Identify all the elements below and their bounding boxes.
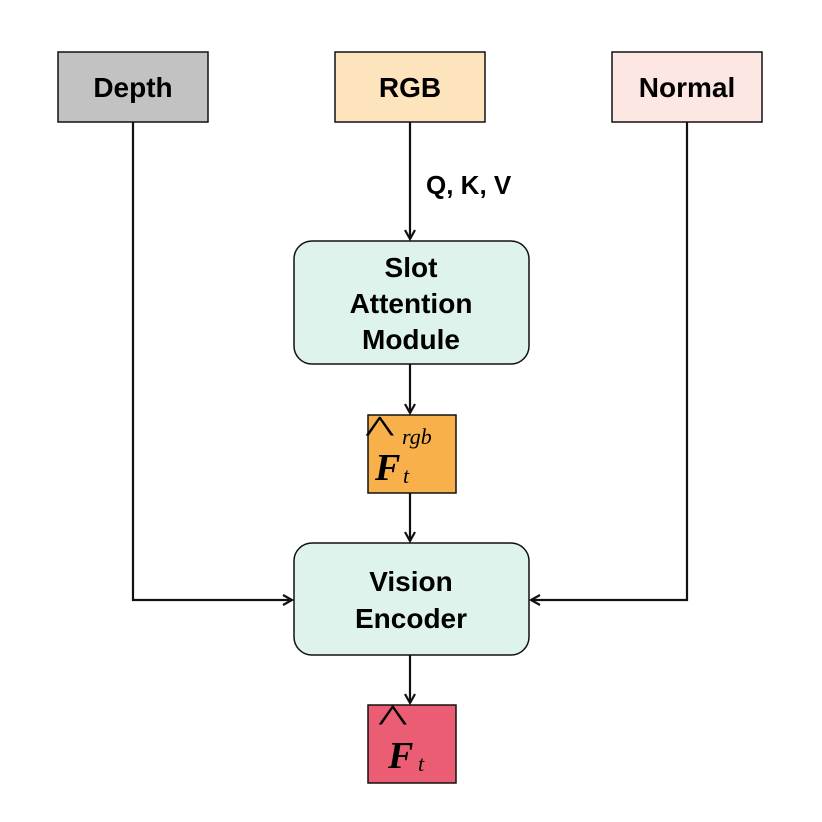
rgb-box — [334, 51, 486, 123]
f-out-symbol: F — [387, 735, 413, 777]
f-rgb-symbol: F — [374, 447, 400, 489]
f-rgb-box — [367, 414, 457, 494]
edge-depth-to-vision-encoder — [131, 122, 292, 600]
vision-encoder-line-1: Vision — [369, 566, 453, 597]
normal-box — [611, 51, 763, 123]
depth-node: Depth — [57, 51, 209, 123]
f-out-node: F ^ t — [367, 696, 457, 784]
edge-label-qkv: Q, K, V — [426, 170, 512, 200]
depth-box — [57, 51, 209, 123]
vision-encoder-node: Vision Encoder — [293, 542, 530, 656]
slot-attention-box — [293, 240, 530, 365]
normal-node: Normal — [611, 51, 763, 123]
f-rgb-hat-icon: ^ — [363, 407, 394, 452]
vision-encoder-box — [293, 542, 530, 656]
slot-attention-line-1: Slot — [385, 252, 438, 283]
f-rgb-node: F ^ rgb t — [363, 407, 457, 494]
normal-label: Normal — [639, 72, 735, 103]
f-out-hat-icon: ^ — [376, 696, 407, 741]
slot-attention-node: Slot Attention Module — [293, 240, 530, 365]
f-out-box — [367, 704, 457, 784]
f-out-subscript: t — [418, 751, 425, 776]
slot-attention-line-2: Attention — [350, 288, 473, 319]
vision-encoder-line-2: Encoder — [355, 603, 467, 634]
slot-attention-line-3: Module — [362, 324, 460, 355]
rgb-node: RGB — [334, 51, 486, 123]
edge-normal-to-vision-encoder — [531, 122, 689, 600]
f-rgb-subscript: t — [403, 463, 410, 488]
f-rgb-superscript: rgb — [402, 424, 432, 449]
rgb-label: RGB — [379, 72, 441, 103]
depth-label: Depth — [93, 72, 172, 103]
